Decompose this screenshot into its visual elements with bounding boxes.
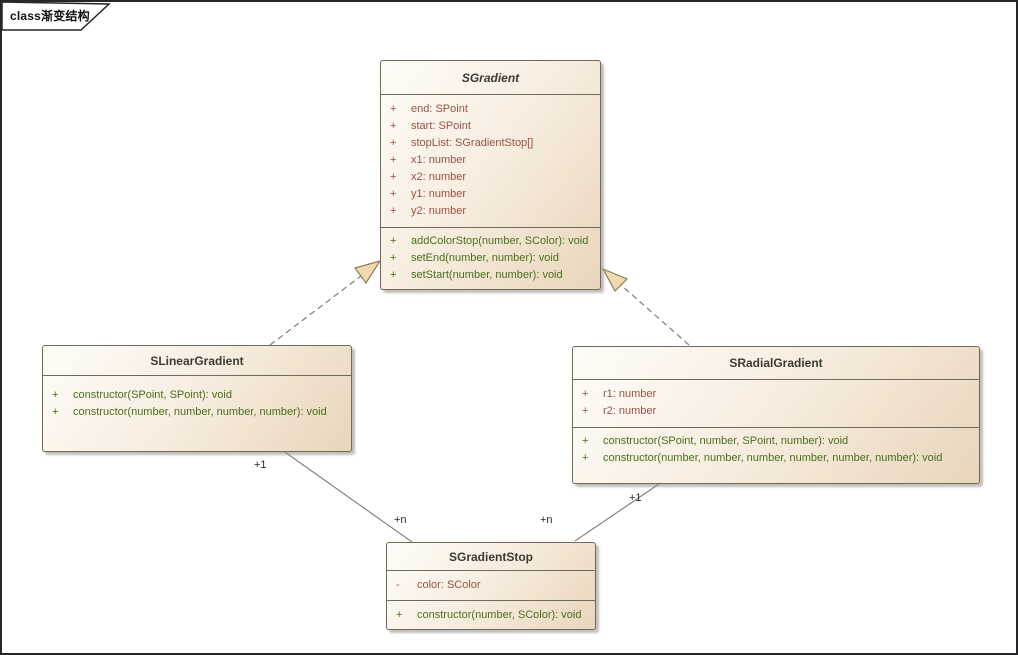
methods-compartment: +constructor(number, SColor): void [387, 601, 595, 630]
attribute-row: +r1: number [582, 388, 657, 400]
class-header: SGradientStop [387, 543, 595, 571]
class-header: SLinearGradient [43, 346, 351, 376]
method-row: +addColorStop(number, SColor): void [390, 235, 589, 247]
generalization-arrowhead-right [601, 267, 629, 292]
methods-compartment: +constructor(SPoint, number, SPoint, num… [573, 428, 979, 473]
attribute-row: +x2: number [390, 171, 467, 183]
attribute-row: +end: SPoint [390, 103, 468, 115]
generalization-linear-to-gradient[interactable] [269, 275, 362, 346]
attributes-compartment: +end: SPoint +start: SPoint +stopList: S… [381, 95, 600, 228]
frame-label: class渐变结构 [10, 9, 90, 23]
class-box-sgradientstop[interactable]: SGradientStop -color: SColor +constructo… [386, 542, 596, 630]
method-row: +constructor(number, number, number, num… [52, 406, 327, 418]
class-name: SGradient [461, 70, 520, 85]
frame-label-tab [2, 2, 111, 31]
methods-compartment: +constructor(SPoint, SPoint): void +cons… [43, 376, 351, 427]
class-box-sradialgradient[interactable]: SRadialGradient +r1: number +r2: number … [572, 346, 980, 484]
attribute-row: +stopList: SGradientStop[] [390, 137, 534, 149]
attributes-compartment: +r1: number +r2: number [573, 380, 979, 428]
class-name: SRadialGradient [729, 356, 823, 370]
method-row: +setEnd(number, number): void [390, 252, 559, 264]
class-box-slineargradient[interactable]: SLinearGradient +constructor(SPoint, SPo… [42, 345, 352, 452]
multiplicity-stop-end-left: +n [394, 514, 407, 526]
class-name: SLinearGradient [150, 353, 244, 368]
attribute-row: +y1: number [390, 188, 467, 200]
methods-compartment: +addColorStop(number, SColor): void +set… [381, 228, 600, 290]
attribute-row: +r2: number [582, 405, 657, 417]
multiplicity-stop-end-right: +n [540, 514, 553, 526]
association-radial-to-stop[interactable] [574, 483, 660, 542]
class-box-sgradient[interactable]: SGradient +end: SPoint +start: SPoint +s… [380, 60, 601, 290]
attribute-row: -color: SColor [396, 579, 481, 591]
method-row: +constructor(SPoint, SPoint): void [52, 389, 232, 401]
method-row: +setStart(number, number): void [390, 269, 563, 281]
method-row: +constructor(number, number, number, num… [582, 452, 943, 464]
multiplicity-radial-end: +1 [629, 492, 642, 504]
generalization-arrowhead-left [354, 259, 382, 285]
attribute-row: +y2: number [390, 205, 467, 217]
class-header: SRadialGradient [573, 347, 979, 380]
class-name: SGradientStop [448, 549, 533, 564]
multiplicity-linear-end: +1 [254, 459, 267, 471]
method-row: +constructor(number, SColor): void [396, 609, 582, 621]
attribute-row: +x1: number [390, 154, 467, 166]
attribute-row: +start: SPoint [390, 120, 471, 132]
method-row: +constructor(SPoint, number, SPoint, num… [582, 435, 849, 447]
class-header: SGradient [381, 61, 600, 95]
generalization-radial-to-gradient[interactable] [620, 284, 690, 346]
association-linear-to-stop[interactable] [281, 449, 413, 543]
attributes-compartment: -color: SColor [387, 571, 595, 601]
